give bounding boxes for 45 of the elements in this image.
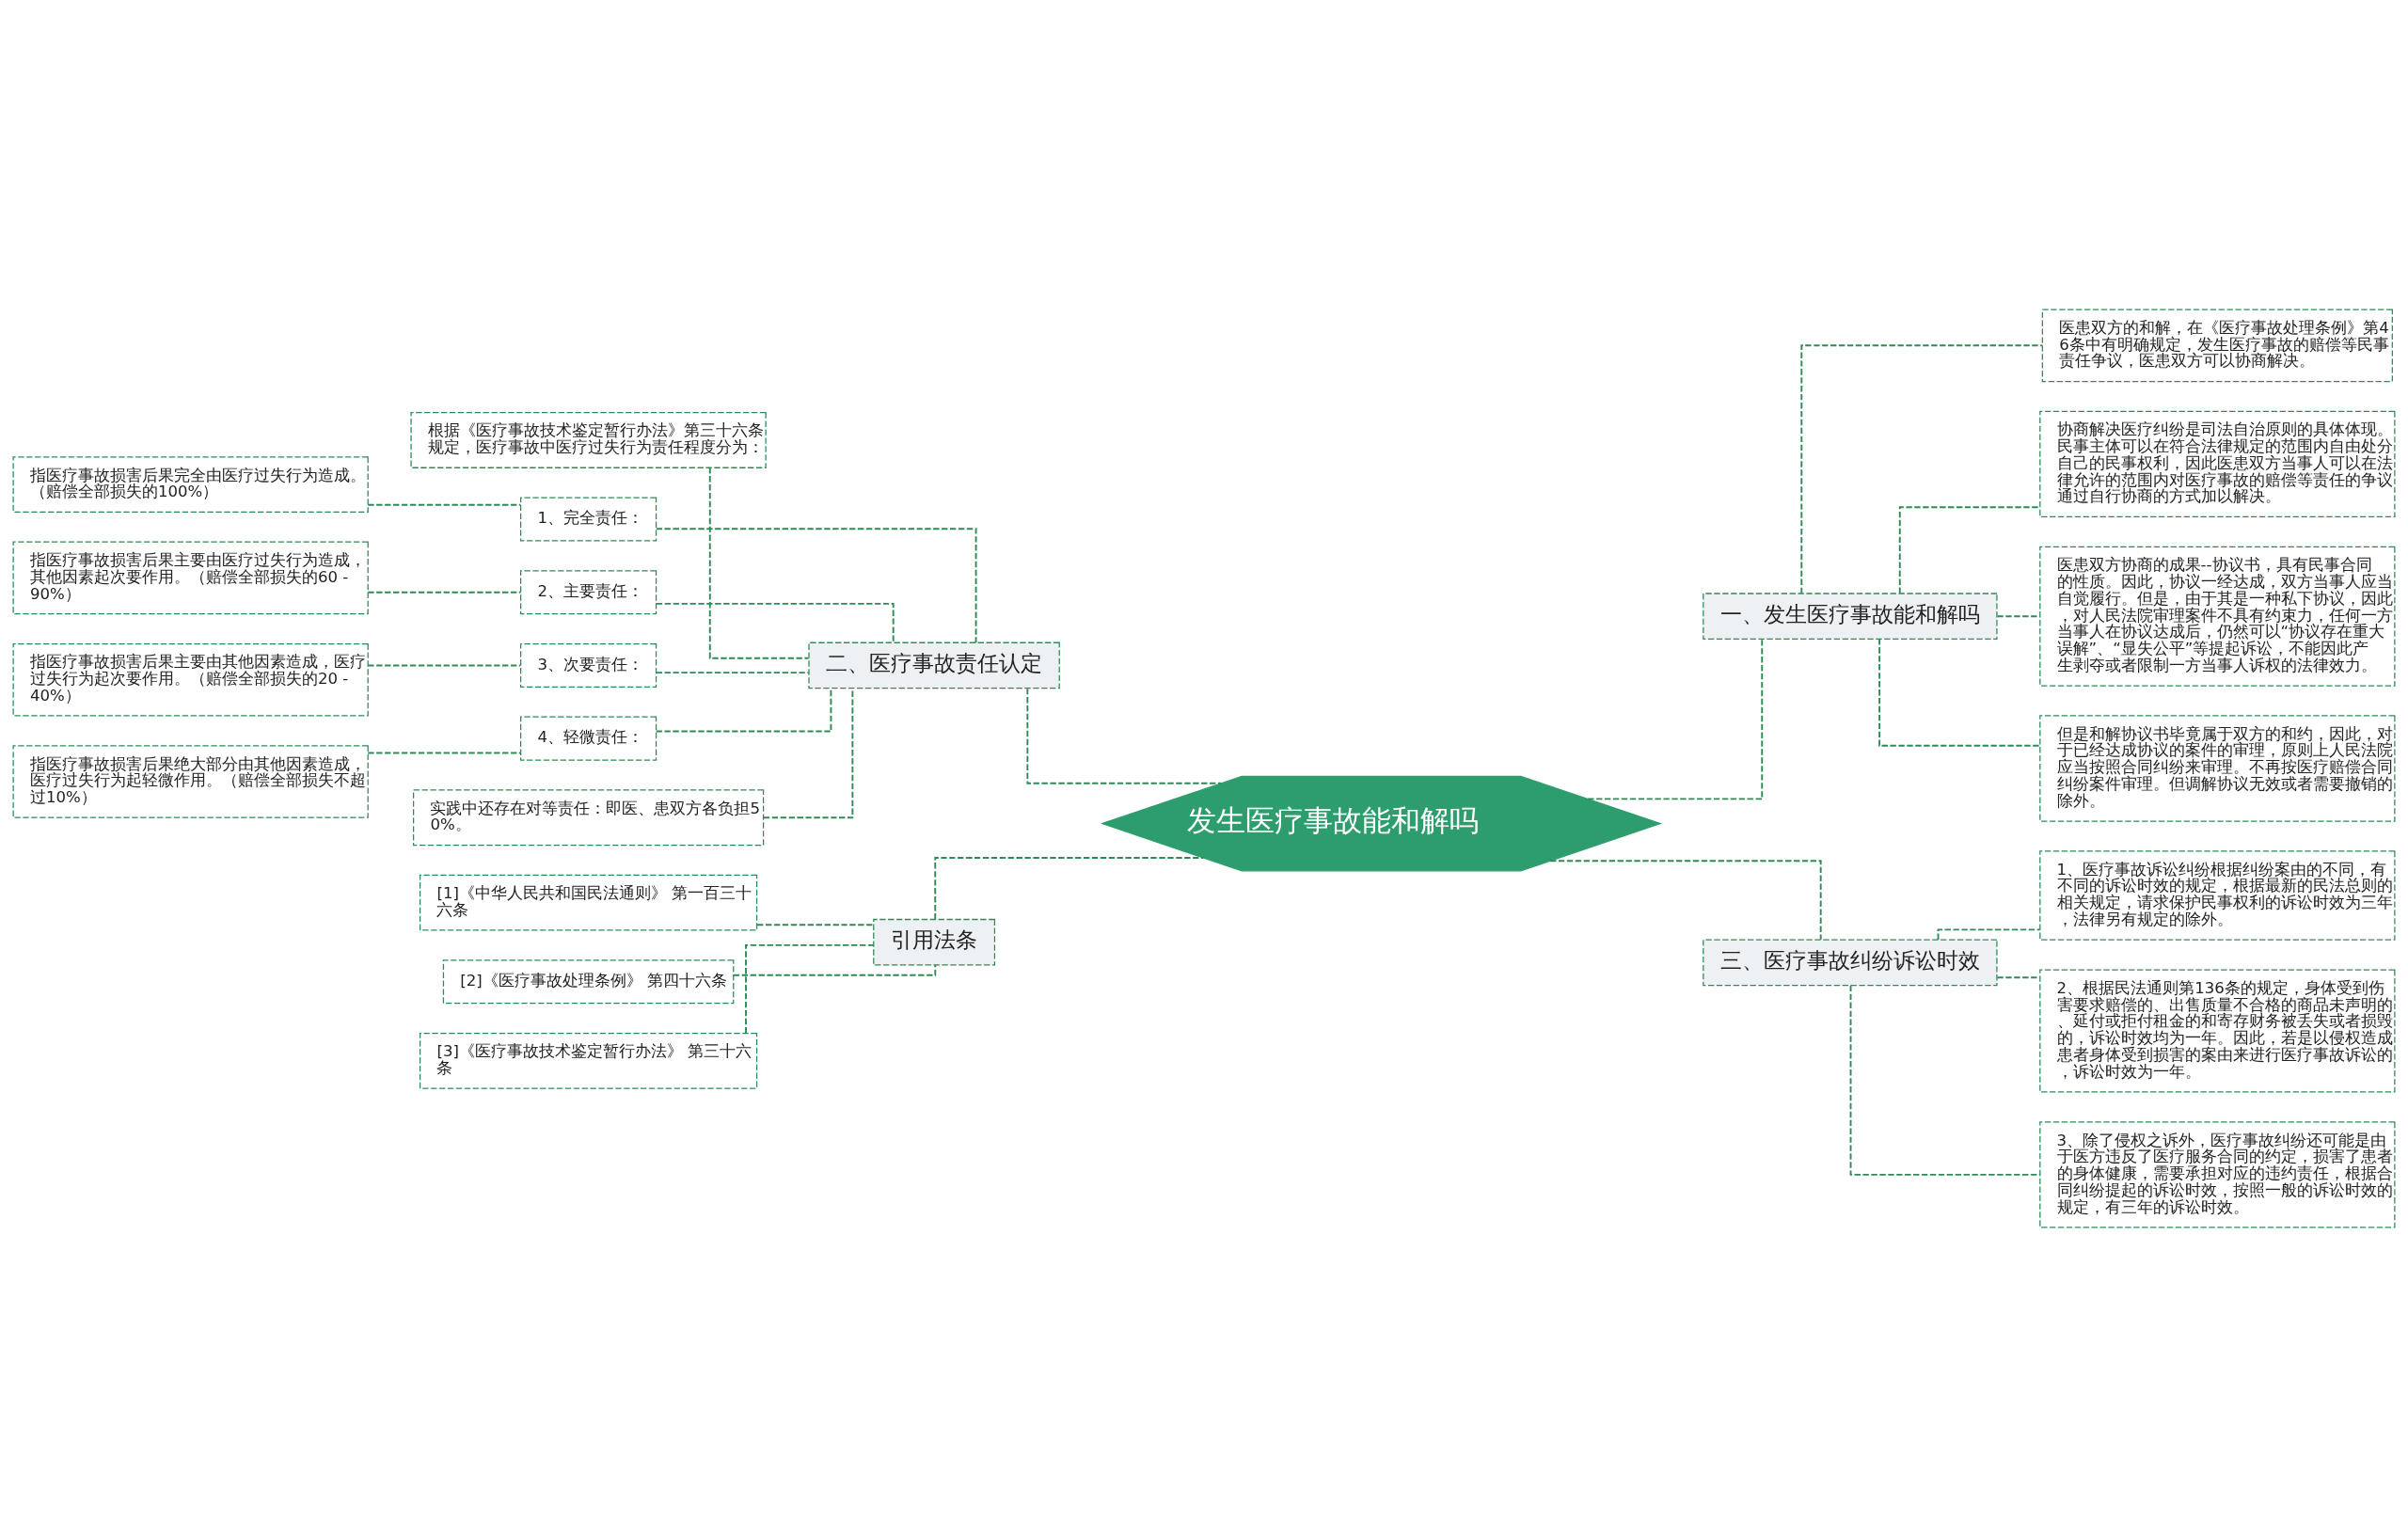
connector <box>934 856 1205 920</box>
node-box: 3、次要责任： <box>520 642 657 688</box>
node-box: 协商解决医疗纠纷是司法自治原则的具体体现。民事主体可以在符合法律规定的范围内自由处分自己的民事权利，因此医患双方当事人可以在法律允许的范围内对医疗事故的赔偿等责任的争议通过自行协商的方式加以解决。 <box>2039 410 2396 517</box>
connector <box>1026 687 1222 784</box>
node-box: [2]《医疗事故处理条例》 第四十六条 <box>442 958 735 1004</box>
connector <box>655 602 895 643</box>
connector <box>708 466 810 659</box>
connector <box>655 527 977 643</box>
node-box: 2、根据民法通则第136条的规定，身体受到伤害要求赔偿的、出售质量不合格的商品未声明的、延付或拒付租金的和寄存财务被丢失或者损毁的，诉讼时效均为一年。因此，若是以侵权造成患者身体受到损害的案由来进行医疗事故诉讼的，诉讼时效为一年。 <box>2039 968 2396 1093</box>
node-box: 但是和解协议书毕竟属于双方的和约，因此，对于已经达成协议的案件的审理，原则上人民法院应当按照合同纠纷来审理。不再按医疗赔偿合同纠纷案件审理。但调解协议无效或者需要撤销的除外。 <box>2039 714 2396 822</box>
connector <box>1587 638 1764 800</box>
connector <box>367 591 522 594</box>
node-box: 指医疗事故损害后果绝大部分由其他因素造成，医疗过失行为起轻微作用。（赔偿全部损失不超过10%） <box>12 744 369 818</box>
node-box: 实践中还存在对等责任：即医、患双方各负担50%。 <box>412 788 765 846</box>
node-box: 指医疗事故损害后果主要由其他因素造成，医疗过失行为起次要作用。（赔偿全部损失的20 - 40%） <box>12 642 369 717</box>
node-box: 1、完全责任： <box>520 496 657 542</box>
connector <box>367 503 522 506</box>
connector <box>1800 343 2044 594</box>
connector <box>1849 984 2041 1176</box>
connector <box>367 664 522 666</box>
node-box: [3]《医疗事故技术鉴定暂行办法》 第三十六条 <box>419 1032 758 1089</box>
connector <box>756 923 875 926</box>
node-box: 医患双方协商的成果--协议书，具有民事合同的性质。因此，协议一经达成，双方当事人应当自觉履行。但是，由于其是一种私下协议，因此，对人民法院审理案件不具有约束力，任何一方当事人在协议达成后，仍然可以“协议存在重大误解”、“显失公平”等提起诉讼，不能因此产生剥夺或者限制一方当事人诉权的法律效力。 <box>2039 546 2396 687</box>
connector <box>1549 859 1822 941</box>
node-box: 指医疗事故损害后果完全由医疗过失行为造成。（赔偿全部损失的100%） <box>12 455 369 513</box>
connector <box>1898 505 2041 594</box>
connector <box>1996 975 2041 978</box>
connector <box>1878 638 2041 747</box>
connector <box>745 943 875 1034</box>
connector <box>732 963 937 976</box>
connector <box>655 671 810 673</box>
node-box: 医患双方的和解，在《医疗事故处理条例》第46条中有明确规定，发生医疗事故的赔偿等民事责任争议，医患双方可以协商解决。 <box>2041 308 2393 382</box>
node-box: 引用法条 <box>873 918 996 966</box>
connector <box>1996 614 2041 617</box>
node-box: 根据《医疗事故技术鉴定暂行办法》第三十六条规定，医疗事故中医疗过失行为责任程度分为： <box>410 411 767 468</box>
node-box: 一、发生医疗事故能和解吗 <box>1703 592 1998 640</box>
node-box: 二、医疗事故责任认定 <box>808 641 1060 689</box>
connector <box>367 752 522 753</box>
node-box: [1]《中华人民共和国民法通则》 第一百三十六条 <box>419 874 758 931</box>
node-box: 3、除了侵权之诉外，医疗事故纠纷还可能是由于医方违反了医疗服务合同的约定，损害了患者的身体健康，需要承担对应的违约责任，根据合同纠纷提起的诉讼时效，按照一般的诉讼时效的规定，有三年的诉讼时效。 <box>2039 1120 2396 1228</box>
node-box: 指医疗事故损害后果主要由医疗过失行为造成，其他因素起次要作用。（赔偿全部损失的60 - 90%） <box>12 541 369 614</box>
node-box: 4、轻微责任： <box>520 716 657 761</box>
node-box: 2、主要责任： <box>520 569 657 614</box>
node-box: 三、医疗事故纠纷诉讼时效 <box>1703 939 1998 986</box>
node-box: 1、医疗事故诉讼纠纷根据纠纷案由的不同，有不同的诉讼时效的规定，根据最新的民法总则的相关规定，请求保护民事权利的诉讼时效为三年，法律另有规定的除外。 <box>2039 849 2396 941</box>
